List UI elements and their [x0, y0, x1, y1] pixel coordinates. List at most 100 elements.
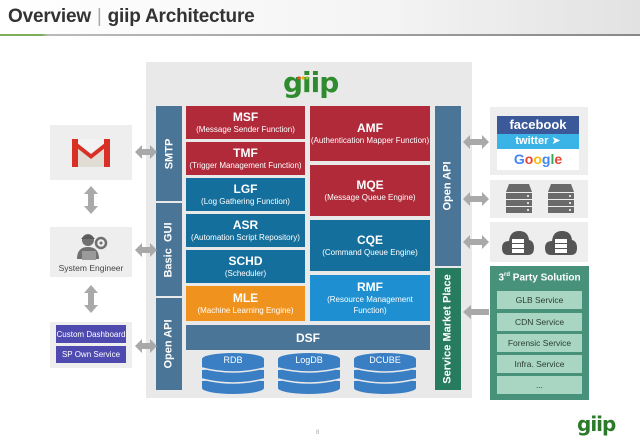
title-num: 3: [498, 272, 504, 284]
module-schd: SCHD (Scheduler): [186, 250, 305, 283]
module-rmf-name: (Resource Management Function): [327, 295, 413, 315]
footer-logo-text: giip: [577, 412, 616, 436]
module-dsf: DSF: [186, 325, 430, 350]
title-rest: Party Solution: [510, 272, 581, 284]
third-party-title: 3rd Party Solution: [490, 272, 589, 283]
twitter-bird-icon: ➤: [551, 135, 561, 147]
module-tmf-abbr: TMF: [233, 146, 258, 160]
page-number: 8: [316, 430, 320, 436]
giip-logo-text: giip: [283, 66, 339, 99]
database-logdb-label: LogDB: [295, 355, 323, 365]
module-schd-abbr: SCHD: [228, 254, 263, 268]
open-api-right-label: Open API: [442, 161, 455, 211]
module-asr-abbr: ASR: [232, 218, 259, 232]
service-infra[interactable]: Infra. Service: [497, 355, 582, 373]
smtp-label: SMTP: [163, 138, 175, 169]
module-mle: MLE (Machine Learning Engine): [186, 286, 305, 321]
module-mqe-name: (Message Queue Engine): [324, 193, 416, 202]
module-cqe-name: (Command Queue Engine): [322, 248, 418, 257]
module-mle-name: (Machine Learning Engine): [197, 306, 294, 315]
module-lgf: LGF (Log Gathering Function): [186, 178, 305, 211]
service-market-place-label: Service Market Place: [442, 274, 454, 384]
sp-own-service-button[interactable]: SP Own Service: [56, 346, 126, 363]
database-icon: [277, 353, 341, 394]
double-arrow-vertical-icon: [84, 285, 98, 313]
twitter-logo: twitter ➤: [497, 134, 579, 149]
module-rmf-abbr: RMF: [357, 280, 383, 294]
title-text: giip Architecture: [107, 6, 255, 27]
module-msf-abbr: MSF: [232, 110, 259, 124]
cloud-server-icon: [545, 231, 577, 255]
module-mqe-abbr: MQE: [356, 178, 384, 192]
module-lgf-abbr: LGF: [233, 182, 258, 196]
open-api-left-label: Open API: [163, 319, 176, 369]
open-api-left-bar: Open API: [156, 298, 182, 390]
database-rdb: RDB: [201, 353, 265, 395]
module-mle-abbr: MLE: [232, 291, 259, 305]
engineer-icon: [77, 234, 108, 260]
title-separator: |: [96, 6, 102, 27]
module-cqe: CQE (Command Queue Engine): [310, 220, 430, 271]
social-logos: facebook twitter ➤ Google: [497, 116, 579, 170]
system-engineer-card: System Engineer: [50, 227, 132, 277]
title-sup: rd: [504, 272, 510, 278]
cloud-server-icon: [502, 231, 534, 255]
service-cdn[interactable]: CDN Service: [497, 313, 582, 331]
giip-logo: giip: [283, 66, 339, 99]
third-party-solution-panel: 3rd Party Solution GLB Service CDN Servi…: [490, 266, 589, 400]
module-tmf: TMF (Trigger Management Function): [186, 142, 305, 175]
database-rdb-label: RDB: [223, 355, 243, 365]
custom-dashboard-button[interactable]: Custom Dashboard: [56, 325, 126, 343]
double-arrow-horizontal-icon: [463, 235, 489, 249]
gmail-icon: [72, 139, 110, 167]
service-forensic[interactable]: Forensic Service: [497, 334, 582, 352]
database-icon: [201, 353, 265, 394]
footer-logo: giip: [577, 412, 616, 436]
double-arrow-horizontal-icon: [463, 135, 489, 149]
database-dcube: DCUBE: [353, 353, 417, 395]
module-msf-name: (Message Sender Function): [196, 125, 295, 134]
slide-header: Overview|giip Architecture: [0, 0, 640, 34]
servers-card: [490, 180, 588, 218]
module-msf: MSF (Message Sender Function): [186, 106, 305, 139]
module-mqe: MQE (Message Queue Engine): [310, 165, 430, 216]
arrow-left-icon: [463, 305, 489, 319]
dsf-label: DSF: [296, 330, 320, 345]
module-asr-name: (Automation Script Repository): [191, 233, 300, 242]
custom-services-card: Custom Dashboard SP Own Service: [50, 322, 132, 368]
module-schd-name: (Scheduler): [224, 269, 267, 278]
twitter-text: twitter: [515, 135, 549, 147]
double-arrow-vertical-icon: [84, 186, 98, 214]
service-market-place-bar: Service Market Place: [435, 268, 461, 390]
database-dcube-label: DCUBE: [369, 355, 401, 365]
facebook-logo: facebook: [497, 116, 579, 134]
service-more[interactable]: ...: [497, 376, 582, 394]
logo-dots-icon: [297, 67, 311, 80]
basic-gui-label: Basic GUI: [163, 221, 175, 278]
open-api-right-bar: Open API: [435, 106, 461, 266]
system-engineer-label: System Engineer: [58, 263, 124, 273]
database-icon: [353, 353, 417, 394]
module-amf-name: (Authentication Mapper Function): [310, 136, 430, 145]
double-arrow-horizontal-icon: [135, 243, 157, 257]
slide-title: Overview|giip Architecture: [8, 6, 255, 28]
header-underline: [0, 34, 640, 36]
module-lgf-name: (Log Gathering Function): [201, 197, 290, 206]
google-logo: Google: [513, 151, 563, 167]
module-tmf-name: (Trigger Management Function): [189, 161, 302, 170]
service-glb[interactable]: GLB Service: [497, 291, 582, 309]
module-cqe-abbr: CQE: [356, 233, 383, 247]
smtp-bar: SMTP: [156, 106, 182, 201]
module-amf-abbr: AMF: [357, 121, 383, 135]
double-arrow-horizontal-icon: [135, 339, 157, 353]
database-logdb: LogDB: [277, 353, 341, 395]
server-icon: [548, 184, 574, 213]
double-arrow-horizontal-icon: [463, 192, 489, 206]
section-label: Overview: [8, 6, 91, 27]
double-arrow-horizontal-icon: [135, 145, 157, 159]
module-amf: AMF (Authentication Mapper Function): [310, 106, 430, 161]
module-asr: ASR (Automation Script Repository): [186, 214, 305, 247]
module-rmf: RMF (Resource Management Function): [310, 275, 430, 321]
server-icon: [506, 184, 532, 213]
cloud-card: [490, 222, 588, 262]
